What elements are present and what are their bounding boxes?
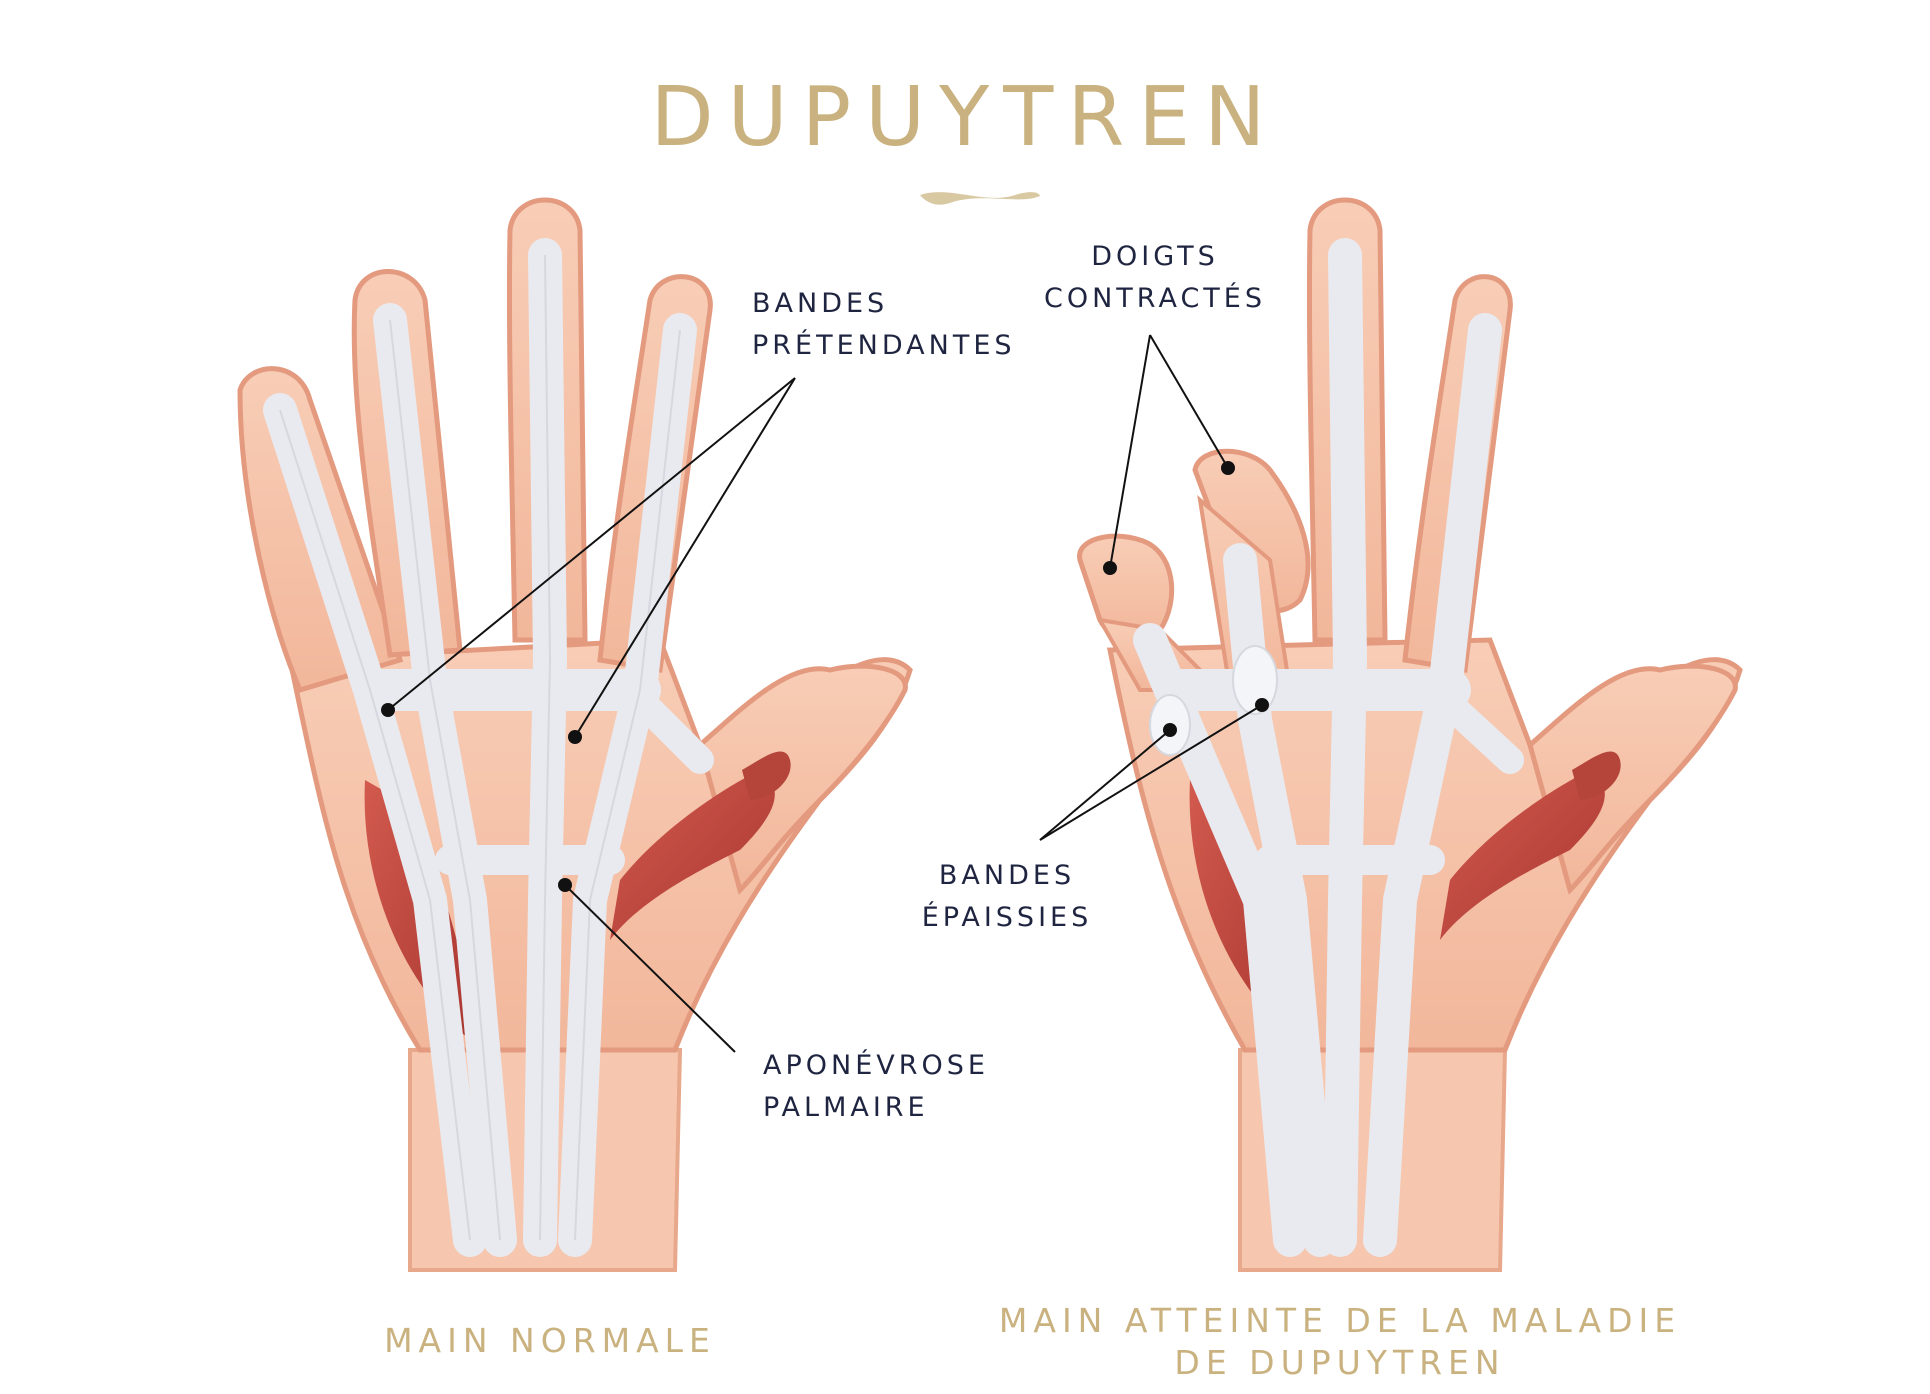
page-title: DUPUYTREN [650,70,1280,165]
marker-dot [1255,698,1269,712]
marker-dot [1103,561,1117,575]
label-bandes-epaissies: BANDES ÉPAISSIES [912,855,1102,939]
marker-dot [1163,723,1177,737]
marker-dot [568,730,582,744]
caption-line: MAIN ATTEINTE DE LA MALADIE [998,1301,1682,1340]
label-doigts-contractes: DOIGTS CONTRACTÉS [1035,236,1275,320]
label-bandes-pretendantes: BANDES PRÉTENDANTES [752,283,1016,367]
marker-dot [1221,461,1235,475]
label-line: PALMAIRE [763,1092,929,1123]
caption-normal-hand: MAIN NORMALE [384,1321,716,1360]
label-line: BANDES [752,288,889,319]
label-line: CONTRACTÉS [1044,283,1266,314]
marker-dot [558,878,572,892]
label-line: APONÉVROSE [763,1050,989,1081]
label-line: ÉPAISSIES [921,902,1093,933]
label-aponevrose-palmaire: APONÉVROSE PALMAIRE [763,1045,989,1129]
marker-dot [381,703,395,717]
caption-affected-hand: MAIN ATTEINTE DE LA MALADIE DE DUPUYTREN [990,1300,1690,1384]
label-line: PRÉTENDANTES [752,330,1016,361]
caption-line: DE DUPUYTREN [1174,1343,1506,1382]
label-line: DOIGTS [1091,241,1219,272]
label-line: BANDES [938,860,1076,891]
